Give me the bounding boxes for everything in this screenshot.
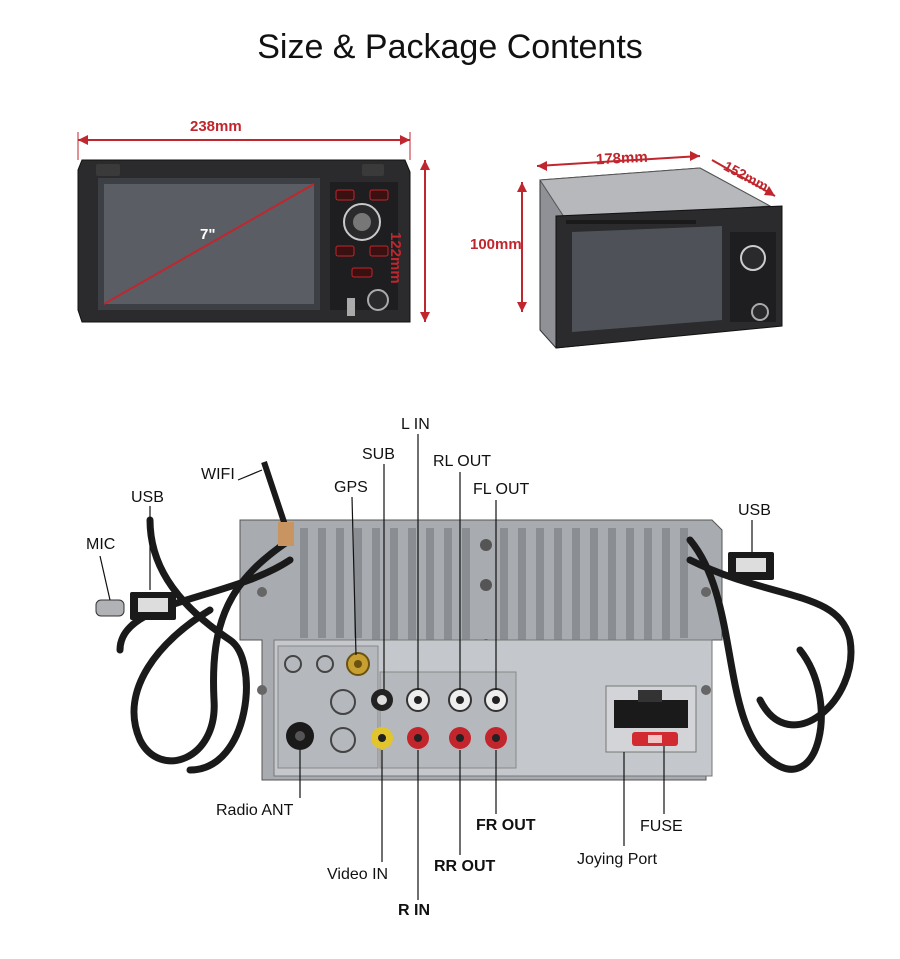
usb-left-plug: [130, 592, 176, 620]
rca-rr-out-jack: [449, 727, 471, 749]
right-cables: [686, 536, 855, 773]
sub-label: SUB: [362, 446, 395, 463]
front-width-dimension: [77, 132, 411, 160]
mic-plug: [95, 599, 125, 617]
fl-out-label: FL OUT: [473, 481, 530, 498]
side-width-dimension: [536, 151, 701, 171]
rl-out-label: RL OUT: [433, 453, 492, 470]
rca-rl-out-jack: [448, 688, 472, 712]
leader-mic: [99, 555, 111, 601]
fuse: [632, 732, 678, 746]
radio-ant-jack: [286, 722, 314, 750]
rr-out-label: RR OUT: [434, 858, 496, 875]
rca-video-in-jack: [371, 727, 393, 749]
gps-jack: [346, 652, 370, 676]
fuse-label: FUSE: [640, 818, 683, 835]
joying-port-connector: [605, 685, 697, 753]
radio-ant-label: Radio ANT: [216, 802, 294, 819]
usb-right-plug: [728, 552, 774, 580]
leader-gps: [351, 496, 357, 656]
leader-wifi: [237, 469, 263, 481]
front-width-label: 238mm: [190, 118, 242, 135]
page-title: Size & Package Contents: [257, 28, 643, 66]
video-in-label: Video IN: [327, 866, 389, 883]
wifi-antenna: [261, 461, 294, 546]
usb-right-label: USB: [738, 502, 771, 519]
left-cables: [116, 516, 294, 774]
side-height-dimension: [517, 182, 527, 312]
r-in-label: R IN: [398, 902, 430, 919]
fr-out-label: FR OUT: [476, 817, 536, 834]
rca-fr-out-jack: [485, 727, 507, 749]
joying-port-label: Joying Port: [577, 851, 658, 868]
side-width-label: 178mm: [595, 148, 649, 169]
wifi-label: WIFI: [201, 466, 235, 483]
side-view-unit: [539, 167, 783, 349]
rca-fl-out-jack: [484, 688, 508, 712]
l-in-label: L IN: [401, 416, 430, 433]
screen-size-label: 7": [200, 226, 216, 243]
front-height-dimension: [420, 160, 430, 322]
rca-r-in-jack: [407, 727, 429, 749]
front-view-unit: [77, 159, 411, 323]
mic-label: MIC: [86, 536, 116, 553]
usb-left-label: USB: [131, 489, 164, 506]
wifi-port-jacks: [284, 655, 334, 673]
av-sockets: [330, 689, 356, 753]
gps-label: GPS: [334, 479, 368, 496]
front-height-label: 122mm: [387, 232, 404, 284]
side-height-label: 100mm: [470, 236, 522, 253]
rca-l-in-jack: [406, 688, 430, 712]
rca-sub-jack: [371, 689, 393, 711]
side-depth-dimension: [711, 159, 776, 197]
leader-lines: [99, 434, 753, 900]
